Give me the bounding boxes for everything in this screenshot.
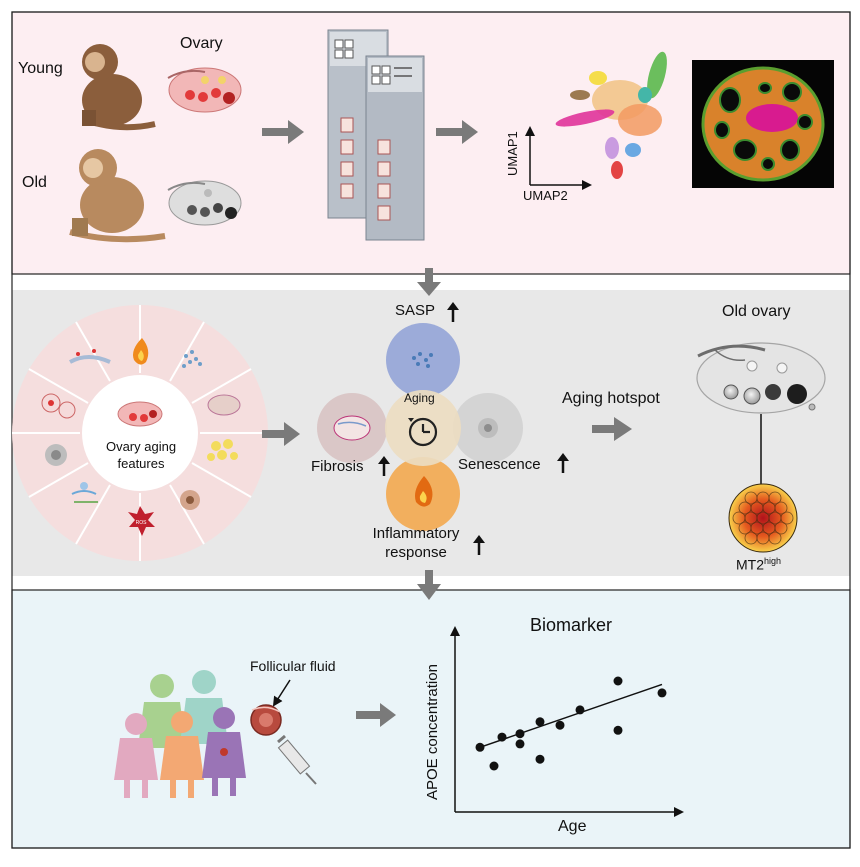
old-monkey-icon [69,149,166,243]
wheel-follicle-icon [41,393,76,419]
figure-frame [11,11,851,849]
arrow-down-2 [417,570,441,600]
aging-hallmark-circles [317,323,523,531]
fibrotic-tissue-icon [333,415,371,441]
young-monkey-icon [82,44,156,131]
clock-icon [408,417,438,447]
old-ovary-large-icon [696,342,826,414]
young-ovary-icon [167,67,242,113]
women-group-icon [114,670,246,798]
chart-point-2 [489,761,499,771]
wheel-lipid-droplets-icon [207,439,238,461]
chart-point-12 [657,688,667,698]
umap-clusters [555,51,667,179]
umap-plot [525,51,667,190]
arrow-to-sequencer [262,120,304,144]
chart-point-5 [515,729,525,739]
chart-point-4 [515,739,525,749]
wheel-vessel-icon [69,349,111,364]
follicular-fluid-pointer [272,679,291,707]
wheel-cell-icon [180,490,200,510]
sasp-up-arrow-icon [447,302,459,322]
mt2-superscript: high [764,556,782,566]
chart-title: Biomarker [530,615,613,635]
wheel-membrane-icon [71,482,98,503]
chart-trendline [479,683,663,749]
sequencer-machine-icon [327,29,425,241]
arrow-down-1 [417,268,441,296]
arrow-to-aging-hallmarks [262,422,300,446]
chart-point-7 [535,717,545,727]
chart-point-11 [613,676,623,686]
chart-x-label: Age [558,818,587,835]
mt2-label: MT2high [736,556,781,573]
sasp-dots-icon [412,352,433,368]
chart-y-label: APOE concentration [424,664,441,800]
biomarker-scatter-chart [450,626,684,817]
fibrosis-up-arrow-icon [378,456,390,476]
wheel-sasp-dots-icon [182,350,202,368]
senescence-label: Senescence [458,456,541,473]
mt2-text: MT2 [736,556,764,573]
mt2-hotspot-icon [728,483,798,553]
syringe-icon [277,734,317,785]
wheel-center-ovary-icon [117,401,163,427]
wheel-center-label: Ovary aging features [105,439,177,471]
chart-point-9 [575,705,585,715]
arrow-to-umap [436,120,478,144]
old-ovary-label: Old ovary [722,303,791,320]
inflammatory-response-label: Inflammatory response [372,525,460,561]
chart-marks [475,676,667,771]
fibrosis-label: Fibrosis [311,458,364,475]
umap2-axis-label: UMAP2 [523,188,568,203]
chart-point-3 [497,732,507,742]
arrow-to-chart [356,703,396,727]
ovary-aging-features-wheel: ROS [12,305,268,561]
old-label: Old [22,174,47,191]
aging-hotspot-label: Aging hotspot [562,390,660,407]
spatial-transcriptomics-image [692,60,834,188]
wheel-nucleus-icon [45,444,67,466]
inflammatory-up-arrow-icon [473,535,485,555]
aging-label: Aging [404,391,435,405]
chart-point-8 [555,720,565,730]
follicle-icon [250,704,282,736]
old-ovary-icon [167,180,242,226]
young-label: Young [18,60,63,77]
follicular-fluid-label: Follicular fluid [250,658,336,674]
wheel-ros-text: ROS [136,520,148,526]
wheel-flame-icon [133,338,149,365]
flame-icon [415,476,433,507]
sasp-circle [386,323,460,397]
sasp-label: SASP [395,302,436,319]
chart-point-6 [535,754,545,764]
ovary-label: Ovary [180,35,223,52]
wheel-tissue-icon [207,394,241,416]
arrow-to-old-ovary [592,417,632,441]
chart-point-1 [475,742,485,752]
chart-point-10 [613,725,623,735]
wheel-ros-burst-icon: ROS [128,506,155,536]
senescence-up-arrow-icon [557,453,569,473]
umap1-axis-label: UMAP1 [505,131,520,176]
senescent-cell-icon [478,418,498,438]
